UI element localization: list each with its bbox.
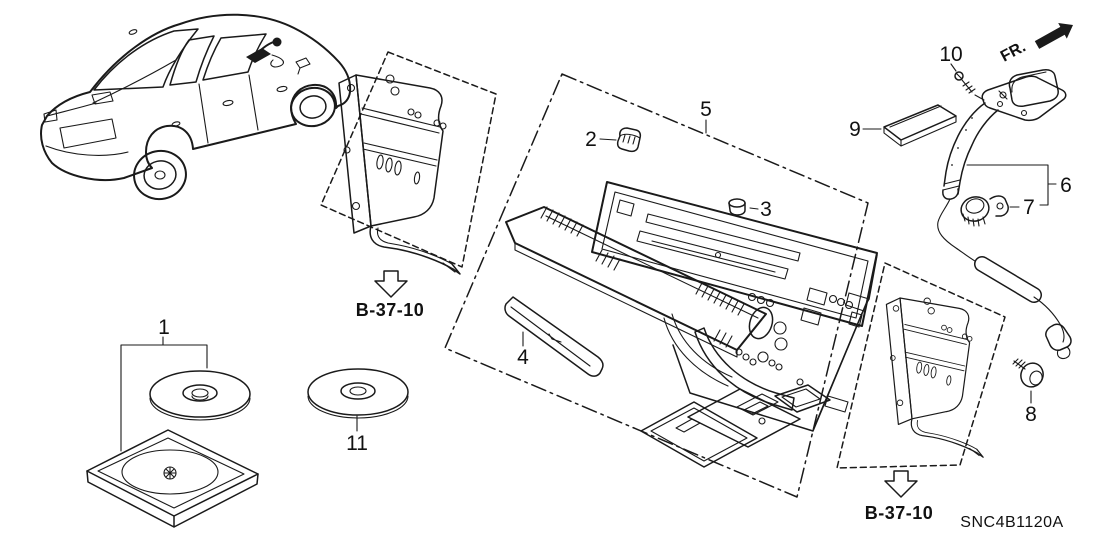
case-hub [163, 466, 177, 480]
bracket-box-right: B-37-10 8 [836, 262, 1044, 523]
front-wheel [290, 86, 336, 128]
ref-arrow-right-icon [884, 470, 918, 498]
antenna-cable [937, 198, 1072, 360]
fr-arrow-icon [1034, 23, 1073, 49]
dashed-outline-left [320, 51, 497, 268]
chassis [672, 254, 878, 432]
front-direction-marker: FR. [998, 23, 1073, 66]
car-illustration [40, 13, 352, 201]
bracket-box-left: B-37-10 [320, 51, 497, 320]
callout-9: 9 [849, 118, 861, 141]
navigation-unit [505, 181, 878, 468]
pad-part-9 [883, 104, 957, 147]
front-door-window [202, 33, 267, 81]
antenna-base [981, 69, 1067, 122]
door-handle [222, 99, 234, 107]
callout-11: 11 [346, 432, 368, 455]
callout-1: 1 [158, 316, 170, 339]
fr-label: FR. [998, 38, 1029, 65]
ref-arrow-left-icon [374, 270, 408, 298]
chain-outline-center [444, 73, 869, 498]
knob-part-2 [616, 127, 642, 153]
rear-wheel [133, 149, 187, 201]
leader-10 [950, 63, 957, 72]
leader-3 [749, 207, 759, 210]
callout-6: 6 [1060, 174, 1072, 197]
side-mirror [295, 57, 311, 75]
roof-antenna-mark [246, 37, 284, 68]
callout-7: 7 [1023, 196, 1035, 219]
leader-1 [120, 336, 208, 452]
cable-connector [1045, 323, 1072, 351]
bottom-trays [640, 384, 831, 468]
dashed-outline-right [836, 262, 1006, 469]
diagram-code: SNC4B1120A [960, 514, 1063, 531]
disc-part-11: 11 [307, 368, 409, 455]
gps-antenna-assembly: 10 [849, 43, 1072, 360]
screw-part-10 [954, 71, 976, 94]
callout-10: 10 [939, 43, 962, 66]
cd-disc [149, 370, 251, 421]
clamp-part-7 [960, 195, 1009, 227]
callout-2: 2 [585, 128, 597, 151]
door-handle [276, 85, 288, 93]
rear-door-window [169, 35, 215, 86]
flip-tray [505, 206, 767, 351]
callout-5: 5 [700, 98, 712, 121]
callout-3: 3 [760, 198, 772, 221]
rear-window [93, 28, 199, 91]
knob-part-3 [728, 198, 746, 216]
ref-label-left: B-37-10 [356, 300, 425, 320]
ref-label-right: B-37-10 [865, 503, 934, 523]
mount-bracket-left [338, 74, 461, 275]
bolt-part-8 [1012, 358, 1044, 388]
display-panel [591, 181, 878, 327]
leader-2 [599, 138, 617, 141]
cd-case [86, 429, 259, 528]
antenna-arm [942, 102, 999, 200]
disc-kit-part-1: 1 [86, 316, 259, 528]
mount-bracket-right [885, 297, 984, 458]
nav-unit-box: 5 2 3 [444, 73, 878, 498]
bracket-line-6 [966, 164, 1057, 206]
license-plate [59, 118, 117, 149]
callout-4: 4 [517, 346, 529, 369]
callout-8: 8 [1025, 403, 1037, 426]
support-arm [694, 327, 795, 411]
tray-part-4 [504, 296, 604, 377]
gps-module [1008, 69, 1059, 107]
taillight [43, 91, 114, 123]
